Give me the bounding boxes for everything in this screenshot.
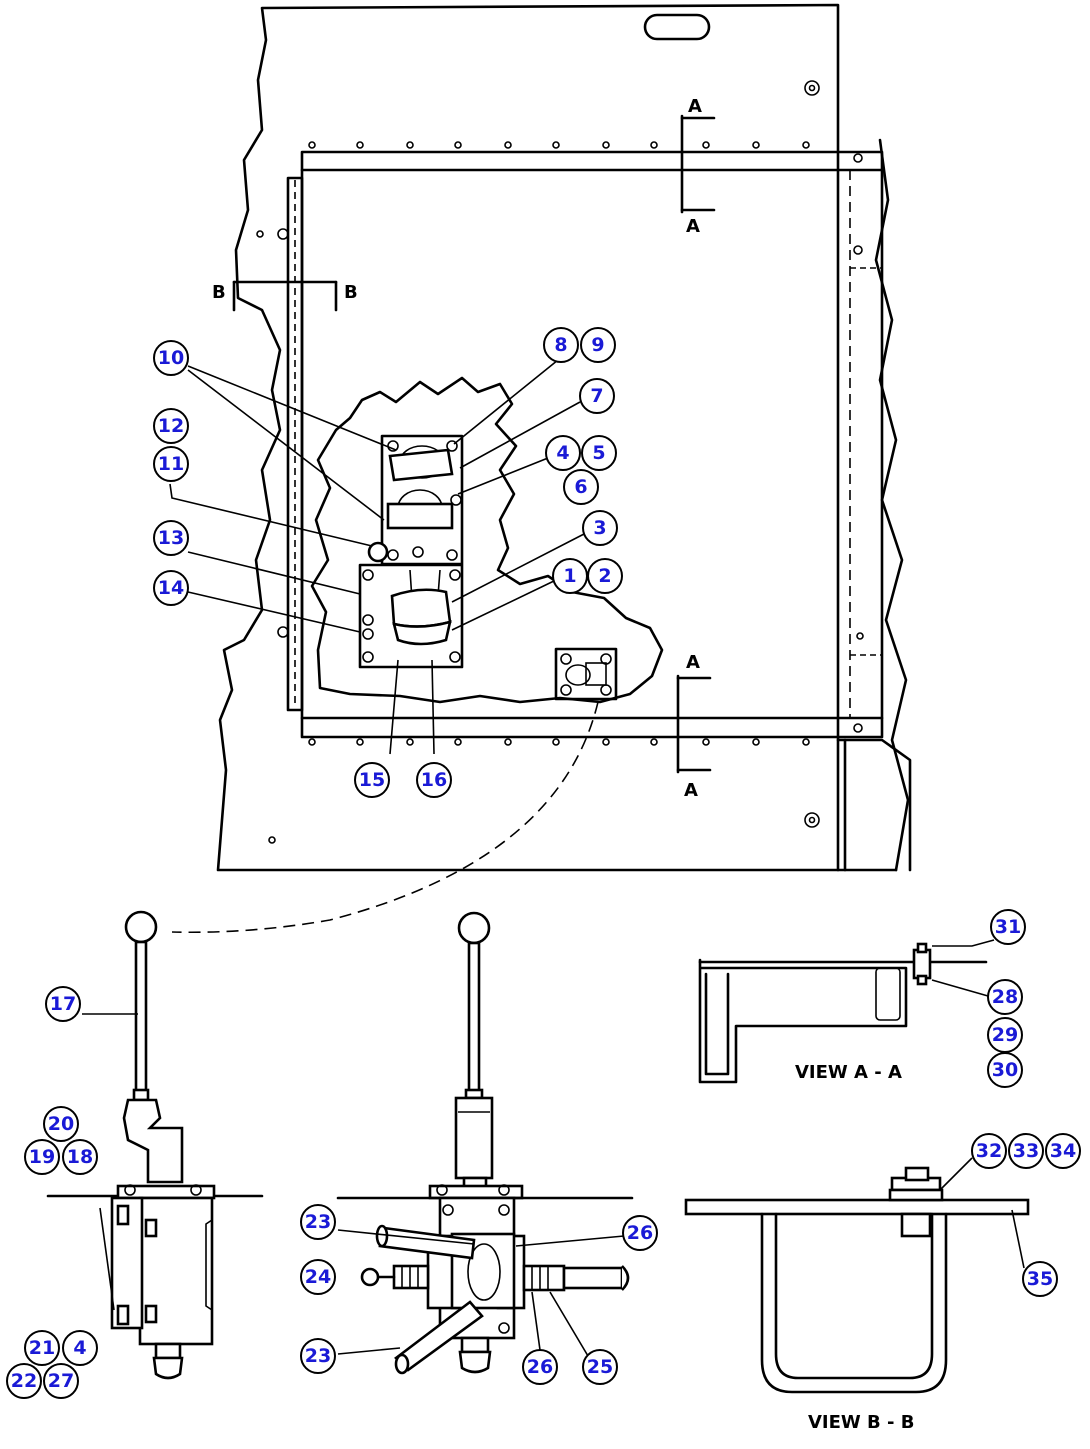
callout-11: 11	[153, 446, 189, 482]
section-label-a: A	[688, 96, 702, 117]
callout-number: 34	[1050, 1140, 1076, 1162]
callout-number: 9	[591, 334, 604, 356]
callout-28: 28	[987, 979, 1023, 1015]
callout-6: 6	[563, 469, 599, 505]
callout-number: 27	[48, 1370, 74, 1392]
callout-number: 8	[554, 334, 567, 356]
leader-lines	[82, 359, 1025, 1357]
callout-16: 16	[416, 762, 452, 798]
callout-21: 21	[24, 1330, 60, 1366]
callout-number: 4	[556, 442, 569, 464]
callout-number: 29	[992, 1024, 1018, 1046]
callout-26a: 26	[622, 1215, 658, 1251]
view-bb-label: VIEW B - B	[808, 1412, 915, 1433]
callout-number: 25	[587, 1356, 613, 1378]
callout-33: 33	[1008, 1133, 1044, 1169]
callout-number: 13	[158, 527, 184, 549]
callout-30: 30	[987, 1052, 1023, 1088]
callout-34: 34	[1045, 1133, 1081, 1169]
view-aa-label: VIEW A - A	[795, 1062, 902, 1083]
callout-10: 10	[153, 340, 189, 376]
callout-number: 3	[593, 517, 606, 539]
callout-22: 22	[6, 1363, 42, 1399]
main-panel	[171, 3, 912, 934]
callouts: 1 2 3 4 5 6 7 8 9 10 11 12 13 14 15 16 1…	[6, 327, 1081, 1399]
lever-front-view	[336, 911, 634, 1375]
callout-number: 26	[527, 1356, 553, 1378]
callout-number: 16	[421, 769, 447, 791]
callout-12: 12	[153, 408, 189, 444]
callout-24: 24	[300, 1259, 336, 1295]
callout-18: 18	[62, 1139, 98, 1175]
callout-number: 15	[359, 769, 385, 791]
callout-number: 33	[1013, 1140, 1039, 1162]
callout-2: 2	[587, 558, 623, 594]
callout-26b: 26	[522, 1349, 558, 1385]
callout-27: 27	[43, 1363, 79, 1399]
callout-number: 19	[29, 1146, 55, 1168]
section-marker-aa-upper: A A	[680, 96, 716, 237]
section-label-a: A	[686, 216, 700, 237]
callout-4b: 4	[62, 1330, 98, 1366]
callout-1: 1	[552, 558, 588, 594]
callout-8: 8	[543, 327, 579, 363]
callout-5: 5	[581, 435, 617, 471]
callout-number: 18	[67, 1146, 93, 1168]
rivet-row-top	[308, 141, 810, 149]
callout-number: 24	[305, 1266, 331, 1288]
callout-number: 28	[992, 986, 1018, 1008]
callout-number: 2	[598, 565, 611, 587]
callout-number: 21	[29, 1337, 55, 1359]
section-label-a: A	[684, 780, 698, 801]
callout-number: 7	[590, 385, 603, 407]
callout-number: 12	[158, 415, 184, 437]
callout-number: 4	[73, 1337, 86, 1359]
callout-number: 23	[305, 1345, 331, 1367]
callout-7: 7	[579, 378, 615, 414]
callout-13: 13	[153, 520, 189, 556]
callout-4: 4	[545, 435, 581, 471]
callout-25: 25	[582, 1349, 618, 1385]
callout-32: 32	[971, 1133, 1007, 1169]
callout-number: 14	[158, 577, 184, 599]
callout-number: 20	[48, 1113, 74, 1135]
callout-number: 1	[563, 565, 576, 587]
callout-35: 35	[1022, 1261, 1058, 1297]
callout-number: 26	[627, 1222, 653, 1244]
callout-17: 17	[45, 986, 81, 1022]
section-marker-aa-lower: A A	[676, 652, 712, 801]
callout-15: 15	[354, 762, 390, 798]
callout-14: 14	[153, 570, 189, 606]
callout-number: 35	[1027, 1268, 1053, 1290]
callout-number: 11	[158, 453, 184, 475]
callout-number: 6	[574, 476, 587, 498]
callout-number: 30	[992, 1059, 1018, 1081]
view-aa-detail: VIEW A - A	[698, 942, 988, 1084]
callout-number: 31	[995, 916, 1021, 938]
callout-number: 10	[158, 347, 184, 369]
callout-number: 23	[305, 1211, 331, 1233]
lever-side-view	[46, 910, 264, 1380]
section-marker-bb: B B	[212, 280, 358, 312]
section-label-b: B	[344, 282, 358, 303]
section-label-a: A	[686, 652, 700, 673]
callout-3: 3	[582, 510, 618, 546]
callout-number: 5	[592, 442, 605, 464]
callout-9: 9	[580, 327, 616, 363]
callout-19: 19	[24, 1139, 60, 1175]
rivet-row-bottom	[308, 738, 810, 746]
section-label-b: B	[212, 282, 226, 303]
callout-31: 31	[990, 909, 1026, 945]
callout-29: 29	[987, 1017, 1023, 1053]
callout-20: 20	[43, 1106, 79, 1142]
callout-number: 17	[50, 993, 76, 1015]
callout-number: 32	[976, 1140, 1002, 1162]
callout-23a: 23	[300, 1204, 336, 1240]
callout-number: 22	[11, 1370, 37, 1392]
callout-23b: 23	[300, 1338, 336, 1374]
view-bb-detail: VIEW B - B	[684, 1166, 1030, 1433]
